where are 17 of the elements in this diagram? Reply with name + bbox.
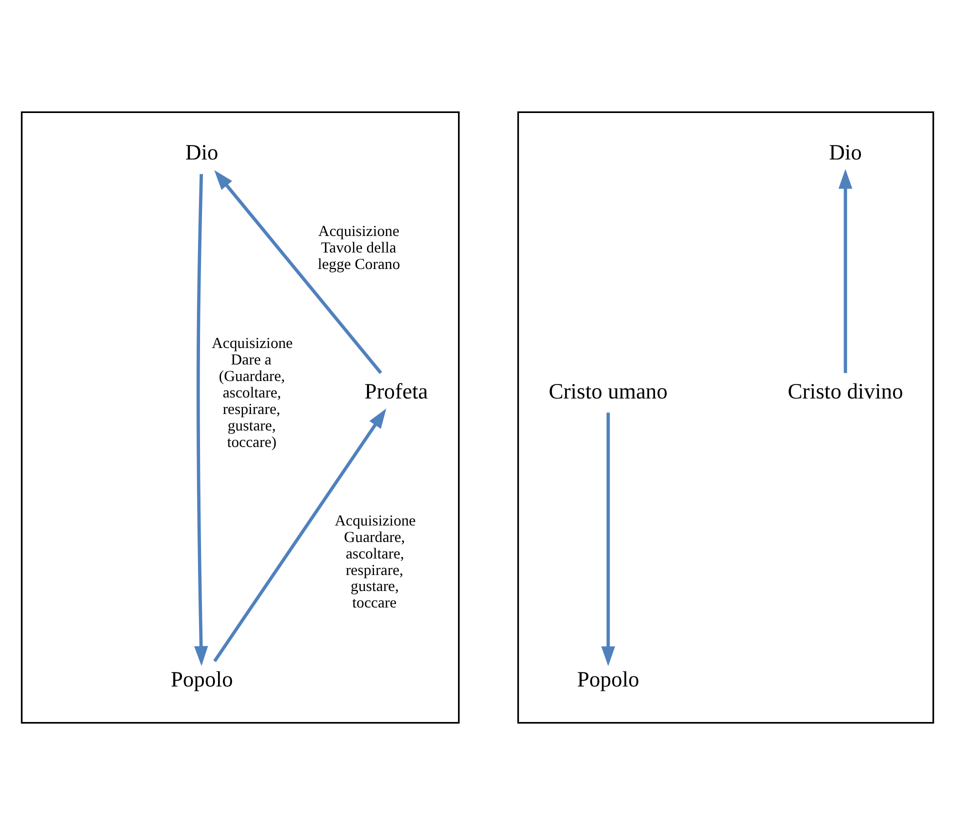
edge-label: Acquisizione Guardare, ascoltare, respirare, gustare, toccare <box>334 512 416 612</box>
node-text: Dio <box>185 139 218 164</box>
arrow <box>213 408 386 662</box>
arrow <box>214 170 382 374</box>
arrow <box>838 169 852 373</box>
arrow <box>194 174 208 666</box>
node-text: Cristo divino <box>788 378 904 404</box>
arrow <box>601 412 616 666</box>
node-text: Profeta <box>364 378 428 404</box>
edge-label: Acquisizione Dare a (Guardare, ascoltare, respirare, gustare, toccare) <box>212 334 293 451</box>
cluster <box>20 111 460 724</box>
cluster <box>517 111 934 724</box>
node-text: Popolo <box>577 666 640 692</box>
edge-label: Acquisizione Tavole della legge Corano <box>318 222 400 273</box>
node-text: Cristo umano <box>548 378 668 404</box>
node-text: Dio <box>828 139 862 164</box>
node-text: Popolo <box>170 666 233 692</box>
